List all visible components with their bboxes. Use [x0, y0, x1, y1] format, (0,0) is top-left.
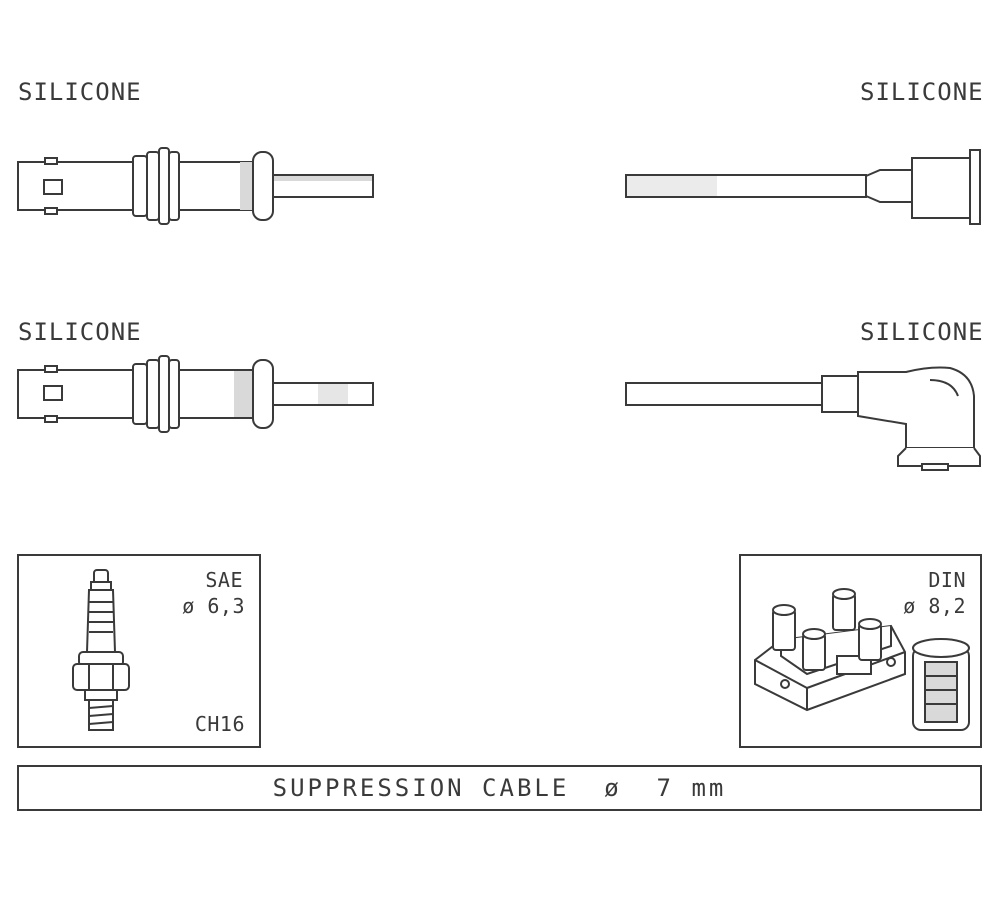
silicone-label-mid-left: SILICONE [18, 318, 142, 346]
straight-plug-connector-bottom [17, 355, 374, 433]
straight-plug-connector-top [17, 147, 374, 225]
silicone-label-top-left: SILICONE [18, 78, 142, 106]
ignition-coil-icon [754, 588, 970, 731]
sae-diameter-label: ø 6,3 [182, 594, 245, 618]
spark-plug-icon [72, 569, 130, 731]
sae-standard-label: SAE [205, 568, 243, 592]
coil-spec-box: DIN ø 8,2 [739, 554, 982, 748]
angled-coil-connector [625, 366, 981, 471]
straight-coil-connector-top [625, 149, 981, 225]
spark-plug-spec-box: SAE ø 6,3 CH16 [17, 554, 261, 748]
silicone-label-top-right: SILICONE [860, 78, 984, 106]
suppression-cable-banner: SUPPRESSION CABLE ø 7 mm [17, 765, 982, 811]
ch16-label: CH16 [194, 712, 245, 736]
silicone-label-mid-right: SILICONE [860, 318, 984, 346]
suppression-cable-text: SUPPRESSION CABLE ø 7 mm [272, 774, 727, 802]
din-standard-label: DIN [928, 568, 966, 592]
din-diameter-label: ø 8,2 [903, 594, 966, 618]
